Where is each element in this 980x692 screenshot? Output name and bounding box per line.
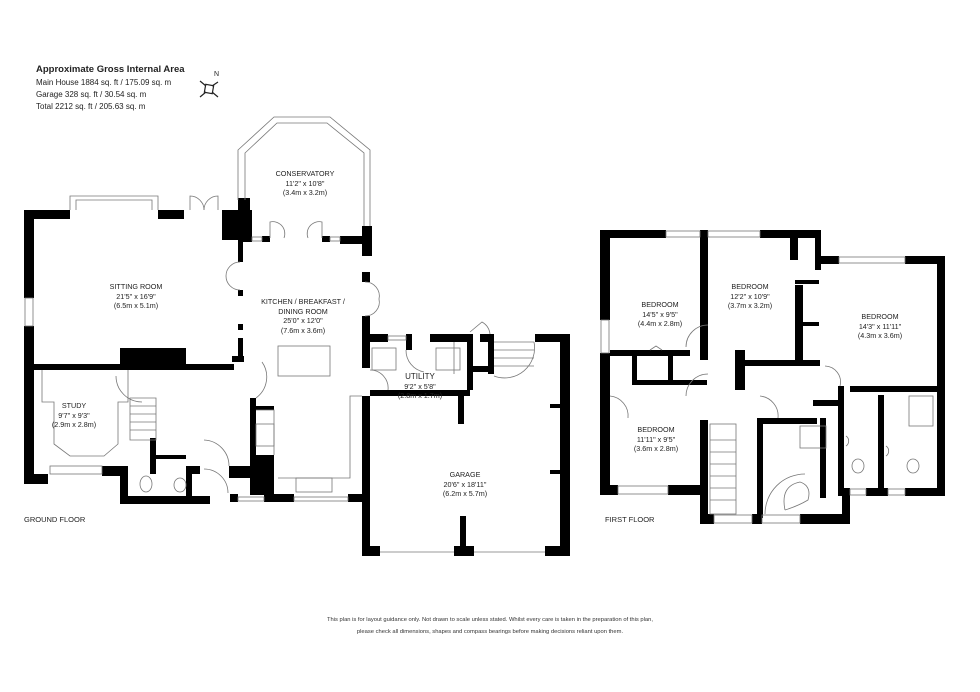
disclaimer: This plan is for layout guidance only. N… xyxy=(327,617,653,635)
room-bedroom-4: BEDROOM 11'11" x 9'5" (3.6m x 2.8m) xyxy=(633,425,679,453)
room-sitting-room: SITTING ROOM 21'5" x 16'9" (6.5m x 5.1m) xyxy=(109,282,163,310)
area-summary-title: Approximate Gross Internal Area xyxy=(36,64,185,75)
room-garage: GARAGE 20'6" x 18'11" (6.2m x 5.7m) xyxy=(442,470,488,498)
area-garage: Garage 328 sq. ft / 30.54 sq. m xyxy=(36,90,147,99)
area-main-house: Main House 1884 sq. ft / 175.09 sq. m xyxy=(36,78,172,87)
first-floor-label: FIRST FLOOR xyxy=(605,515,655,524)
room-bedroom-3: BEDROOM 14'3" x 11'11" (4.3m x 3.6m) xyxy=(857,312,903,340)
room-study: STUDY 9'7" x 9'3" (2.9m x 2.8m) xyxy=(51,401,97,429)
room-conservatory: CONSERVATORY 11'2" x 10'8" (3.4m x 3.2m) xyxy=(275,169,335,197)
windows-and-fixtures xyxy=(24,116,934,553)
ground-floor-label: GROUND FLOOR xyxy=(24,515,86,524)
compass-icon: N xyxy=(196,71,224,104)
walls xyxy=(24,198,945,556)
area-total: Total 2212 sq. ft / 205.63 sq. m xyxy=(36,102,146,111)
room-kitchen-breakfast-dining: KITCHEN / BREAKFAST / DINING ROOM 25'0" … xyxy=(261,297,345,335)
room-bedroom-1: BEDROOM 14'5" x 9'5" (4.4m x 2.8m) xyxy=(637,300,683,328)
area-summary: Approximate Gross Internal Area Main Hou… xyxy=(36,64,185,113)
compass-north-label: N xyxy=(214,71,220,78)
room-bedroom-2: BEDROOM 12'2" x 10'9" (3.7m x 3.2m) xyxy=(727,282,773,310)
room-utility: UTILITY 9'2" x 5'8" (2.8m x 1.7m) xyxy=(397,372,443,400)
